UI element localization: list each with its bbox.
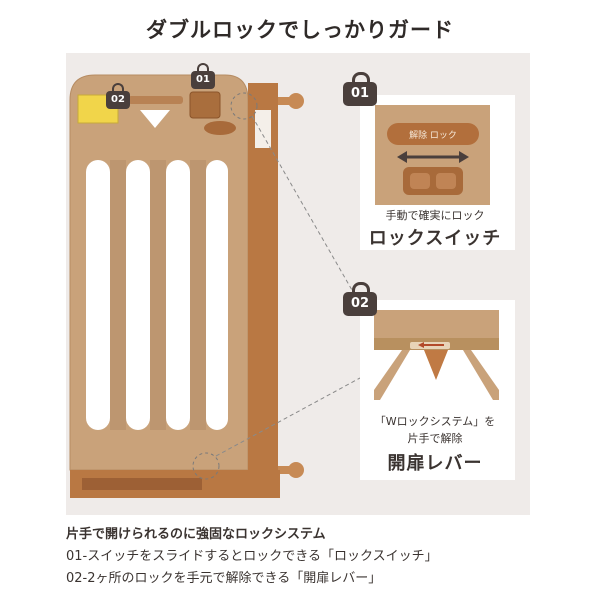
lock-switch-image: 解除 ロック [375, 105, 490, 205]
feature-02-subtitle-line2: 片手で解除 [407, 432, 463, 445]
feature-02-name: 開扉レバー [387, 453, 483, 474]
badge-02-small: 02 [106, 83, 130, 109]
badge-01-small: 01 [191, 63, 215, 89]
feature-01-subtitle: 手動で確実にロック [385, 209, 485, 222]
badge-01: 01 [343, 72, 377, 106]
lock-icon [352, 72, 370, 87]
feature-02-panel [360, 300, 515, 480]
page-title: ダブルロックでしっかりガード [146, 18, 454, 42]
release-lever-image [374, 310, 499, 400]
lock-icon [197, 63, 209, 74]
switch-label: 解除 ロック [409, 129, 457, 141]
badge-02: 02 [343, 282, 377, 316]
feature-02-subtitle-line1: 「Wロックシステム」を [374, 415, 496, 428]
lock-icon [112, 83, 124, 94]
description-line-02: 02-2ヶ所のロックを手元で解除できる「開扉レバー」 [66, 571, 382, 586]
feature-01-panel: 解除 ロック [360, 95, 515, 250]
description-heading: 片手で開けられるのに強固なロックシステム [66, 527, 326, 542]
lock-icon [352, 282, 370, 297]
description-line-01: 01-スイッチをスライドするとロックできる「ロックスイッチ」 [66, 549, 438, 564]
feature-01-name: ロックスイッチ [368, 228, 502, 249]
